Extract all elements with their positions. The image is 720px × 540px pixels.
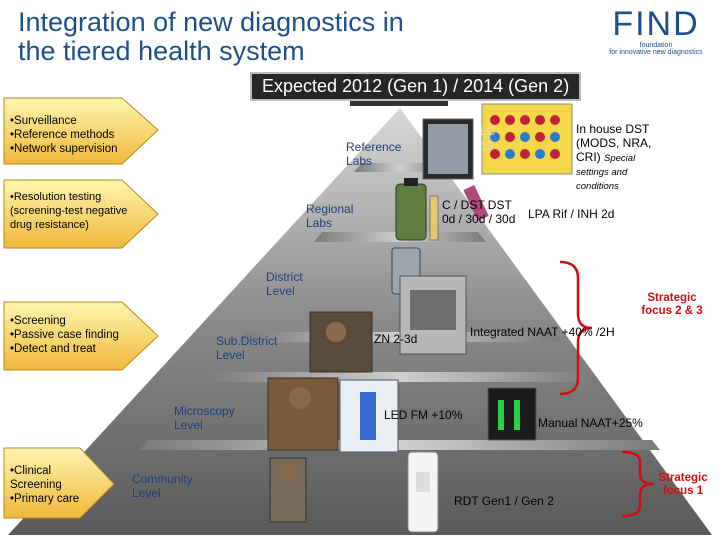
level-district: District Level [266, 270, 303, 298]
arrow-surveillance: •Surveillance •Reference methods •Networ… [10, 114, 150, 156]
tech-manual-naat: Manual NAAT+25% [538, 416, 643, 430]
arrow-resolution: •Resolution testing (screening-test nega… [10, 190, 150, 232]
photo-culture-bottle [395, 183, 427, 241]
focus-line: Strategic [647, 292, 697, 304]
arrow-line: •Detect and treat [10, 343, 96, 355]
arrow-shape-resolution [3, 179, 159, 249]
arrow-line: •Primary care [10, 493, 80, 505]
arrow-screening: •Screening •Passive case finding •Detect… [10, 314, 150, 356]
level-line: Community [132, 472, 193, 486]
title-line-2: the tiered health system [18, 36, 305, 66]
level-microscopy: Microscopy Level [174, 404, 235, 432]
tech-lc-partial-2: 15 [480, 139, 494, 153]
logo-tagline-1: foundation [639, 42, 673, 49]
focus-brace-1 [621, 450, 655, 518]
tech-lpa: LPA Rif / INH 2d [528, 207, 615, 221]
level-line: District [266, 270, 303, 284]
focus-brace-2-3 [559, 260, 593, 396]
arrow-shape-surveillance [3, 97, 159, 165]
photo-test-tubes [429, 195, 439, 241]
level-regional-labs: Regional Labs [306, 202, 353, 230]
logo-tagline-2: for innovative new diagnostics [609, 49, 703, 56]
tier-strip-microscopy [140, 440, 660, 450]
tech-led-fm: LED FM +10% [384, 408, 463, 422]
level-line: Microscopy [174, 404, 235, 418]
focus-line: focus 2 & 3 [641, 305, 703, 317]
arrow-line: •Screening [10, 315, 66, 327]
level-subdistrict: Sub.District Level [216, 334, 277, 362]
tech-conditions: conditions [576, 181, 619, 192]
level-line: Sub.District [216, 334, 278, 348]
arrow-line: •Passive case finding [10, 329, 119, 341]
tech-lc-partial-1: LC [480, 124, 496, 138]
level-line: Level [132, 486, 161, 500]
level-line: Regional [306, 202, 354, 216]
arrow-line: drug resistance) [10, 219, 89, 231]
tech-integrated-naat: Integrated NAAT +40% /2H [470, 325, 615, 339]
strategic-focus-1: Strategic focus 1 [650, 472, 716, 498]
tech-settings: settings and [576, 167, 628, 178]
tech-line: In house DST [576, 122, 650, 136]
tech-rdt: RDT Gen1 / Gen 2 [454, 494, 554, 508]
tech-lc-dst-line1: C / DST DST [442, 198, 512, 212]
cap-bar [350, 99, 448, 106]
arrow-line: •Resolution testing [10, 191, 102, 203]
arrow-clinical: •Clinical Screening •Primary care [10, 464, 100, 506]
arrow-shape-screening [3, 301, 159, 371]
level-line: Level [266, 284, 295, 298]
photo-manual-naat [487, 387, 537, 441]
arrow-line: Screening [10, 479, 62, 491]
arrow-line: •Reference methods [10, 129, 115, 141]
tech-inhouse-dst: In house DST (MODS, NRA, CRI) Special se… [576, 122, 651, 194]
tech-cri: CRI) [576, 150, 601, 164]
level-reference-labs: Reference Labs [346, 140, 401, 168]
level-line: Reference [346, 140, 402, 154]
focus-line: focus 1 [662, 485, 704, 497]
level-line: Labs [306, 216, 333, 230]
find-logo: FIND foundation for innovative new diagn… [600, 6, 712, 68]
level-line: Level [174, 418, 203, 432]
arrow-line: (screening-test negative [10, 205, 128, 217]
page-title: Integration of new diagnostics in the ti… [18, 8, 578, 66]
level-line: Level [216, 348, 245, 362]
tech-line: (MODS, NRA, [576, 136, 652, 150]
arrow-line: •Network supervision [10, 143, 118, 155]
level-community: Community Level [132, 472, 193, 500]
tech-special: Special [604, 153, 636, 164]
arrow-shape-clinical [3, 447, 115, 519]
arrow-line: •Clinical [10, 465, 52, 477]
logo-wordmark: FIND [612, 5, 700, 43]
focus-line: Strategic [658, 472, 708, 484]
tech-lc-dst-line2: 0d / 30d / 30d [442, 212, 516, 226]
photo-technician [309, 311, 373, 373]
strategic-focus-2-3: Strategic focus 2 & 3 [630, 292, 714, 318]
tech-line: CRI) Special [576, 150, 651, 166]
title-line-1: Integration of new diagnostics in [18, 7, 404, 37]
tube-rack-dots [490, 115, 560, 159]
tech-zn: ZN 2-3d [374, 332, 418, 346]
tier-strip-subdistrict [202, 372, 598, 382]
level-line: Labs [346, 154, 373, 168]
subtitle-box: Expected 2012 (Gen 1) / 2014 (Gen 2) [250, 72, 582, 101]
arrow-line: •Surveillance [10, 115, 77, 127]
